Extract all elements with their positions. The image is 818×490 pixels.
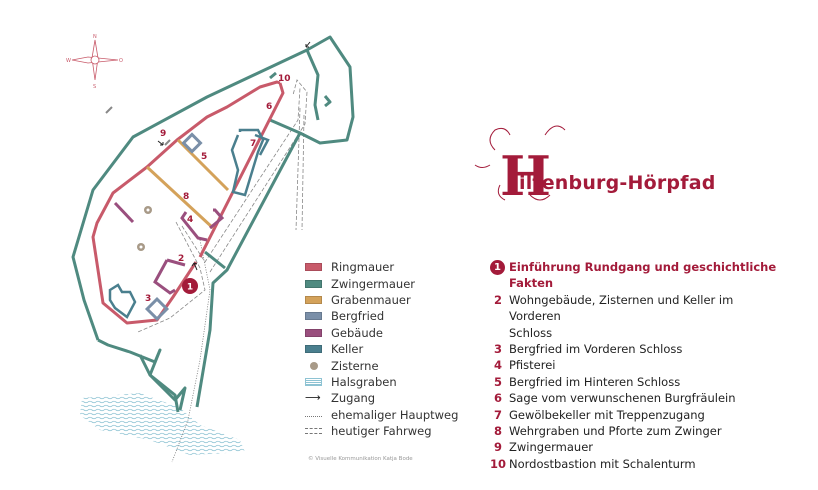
- map-label-3: 3: [145, 294, 151, 304]
- map-label-9: 9: [160, 129, 166, 139]
- station-number: 5: [493, 374, 502, 389]
- station-number: 6: [493, 391, 502, 406]
- map-label-2: 2: [178, 254, 184, 264]
- compass-w: W: [66, 58, 71, 64]
- station-text: Bergfried im Vorderen Schloss: [509, 342, 683, 357]
- dashed-line-icon: [305, 428, 322, 435]
- legend-gebaeude: Gebäude: [305, 325, 458, 341]
- copyright: © Visuelle Kommunikation Katja Bode: [308, 456, 413, 462]
- bergfried-swatch: [305, 312, 322, 321]
- svg-text:H: H: [500, 144, 551, 208]
- station-number: 7: [493, 407, 502, 422]
- station-item-8[interactable]: 8 Wehrgraben und Pforte zum Zwinger: [487, 423, 787, 439]
- legend-halsgraben: Halsgraben: [305, 374, 458, 390]
- station-number: 3: [493, 342, 502, 357]
- grabenmauer-swatch: [305, 295, 322, 304]
- hauptweg: [171, 239, 211, 463]
- legend-grabenmauer: Grabenmauer: [305, 292, 458, 308]
- legend-label: Grabenmauer: [331, 292, 411, 307]
- zwingermauer: [71, 35, 355, 413]
- map-label-5: 5: [201, 152, 207, 162]
- grabenmauer: [145, 138, 230, 230]
- legend-label: Ringmauer: [331, 260, 395, 275]
- halsgraben-swatch: [305, 377, 322, 386]
- legend-label: Zugang: [331, 391, 376, 406]
- gebaeude: [105, 106, 225, 295]
- map-legend: Ringmauer Zwingermauer Grabenmauer Bergf…: [305, 259, 458, 439]
- cistern-icon: [305, 361, 322, 370]
- title-ornament-logo: H: [474, 125, 566, 208]
- keller: [108, 128, 270, 319]
- cistern-icon: [137, 206, 152, 251]
- dotted-line-icon: [305, 412, 322, 418]
- station-number: 9: [493, 440, 502, 455]
- legend-fahrweg: heutiger Fahrweg: [305, 423, 458, 439]
- station-item-5[interactable]: 5 Bergfried im Hinteren Schloss: [487, 374, 787, 390]
- zugang-arrow-icon: [157, 41, 311, 271]
- legend-zisterne: Zisterne: [305, 357, 458, 373]
- station-item-7[interactable]: 7 Gewölbekeller mit Treppenzugang: [487, 407, 787, 423]
- station-text: Nordostbastion mit Schalenturm: [509, 456, 696, 471]
- compass-o: O: [119, 58, 123, 64]
- map-label-10: 10: [278, 74, 291, 84]
- legend-label: Halsgraben: [331, 374, 397, 389]
- legend-label: ehemaliger Hauptweg: [331, 407, 459, 422]
- page-title: iltenburg-Hörpfad: [519, 172, 716, 194]
- station-text: Zwingermauer: [509, 440, 594, 455]
- ringmauer: [91, 80, 285, 325]
- station-number-badge: 1: [490, 259, 505, 275]
- station-item-3[interactable]: 3 Bergfried im Vorderen Schloss: [487, 341, 787, 357]
- map-label-7: 7: [250, 139, 256, 149]
- legend-zwingermauer: Zwingermauer: [305, 275, 458, 291]
- zwingermauer-swatch: [305, 279, 322, 288]
- legend-bergfried: Bergfried: [305, 308, 458, 324]
- station-number: 8: [493, 424, 502, 439]
- station-text: Sage vom verwunschenen Burgfräulein: [509, 391, 736, 406]
- station-text: Einführung Rundgang und geschichtliche F…: [509, 260, 777, 291]
- station-1-marker[interactable]: [182, 278, 198, 294]
- legend-hauptweg: ehemaliger Hauptweg: [305, 407, 458, 423]
- station-text: Wohngebäude, Zisternen und Keller im Vor…: [509, 292, 734, 340]
- station-text: Gewölbekeller mit Treppenzugang: [509, 407, 705, 422]
- bergfried: [144, 132, 203, 322]
- fahrweg: [137, 79, 308, 333]
- station-item-2[interactable]: 2 Wohngebäude, Zisternen und Keller im Vo…: [487, 292, 787, 341]
- legend-label: heutiger Fahrweg: [331, 424, 432, 439]
- legend-label: Bergfried: [331, 309, 385, 324]
- station-item-4[interactable]: 4 Pfisterei: [487, 357, 787, 373]
- legend-label: Zisterne: [331, 358, 379, 373]
- legend-ringmauer: Ringmauer: [305, 259, 458, 275]
- station-number: 10: [489, 456, 506, 471]
- station-item-9[interactable]: 9 Zwingermauer: [487, 439, 787, 455]
- station-text: Bergfried im Hinteren Schloss: [509, 374, 681, 389]
- legend-label: Keller: [331, 342, 364, 357]
- keller-swatch: [305, 345, 322, 354]
- station-item-6[interactable]: 6 Sage vom verwunschenen Burgfräulein: [487, 390, 787, 406]
- map-label-4: 4: [187, 215, 193, 225]
- map-label-1: 1: [187, 283, 193, 293]
- compass-n: N: [93, 34, 97, 40]
- arrow-icon: ⟶: [305, 391, 321, 405]
- ringmauer-swatch: [305, 263, 322, 272]
- station-text: Wehrgraben und Pforte zum Zwinger: [509, 424, 722, 439]
- station-number: 2: [493, 292, 502, 307]
- legend-keller: Keller: [305, 341, 458, 357]
- map-label-8: 8: [183, 192, 189, 202]
- legend-zugang: ⟶ Zugang: [305, 390, 458, 406]
- station-text: Pfisterei: [509, 358, 556, 373]
- station-number: 4: [493, 358, 502, 373]
- compass-s: S: [93, 84, 96, 90]
- gebaeude-swatch: [305, 328, 322, 337]
- legend-label: Gebäude: [331, 325, 383, 340]
- compass-rose: N S W O: [66, 34, 123, 90]
- halsgraben: [80, 393, 245, 455]
- legend-label: Zwingermauer: [331, 276, 416, 291]
- map-label-6: 6: [266, 102, 272, 112]
